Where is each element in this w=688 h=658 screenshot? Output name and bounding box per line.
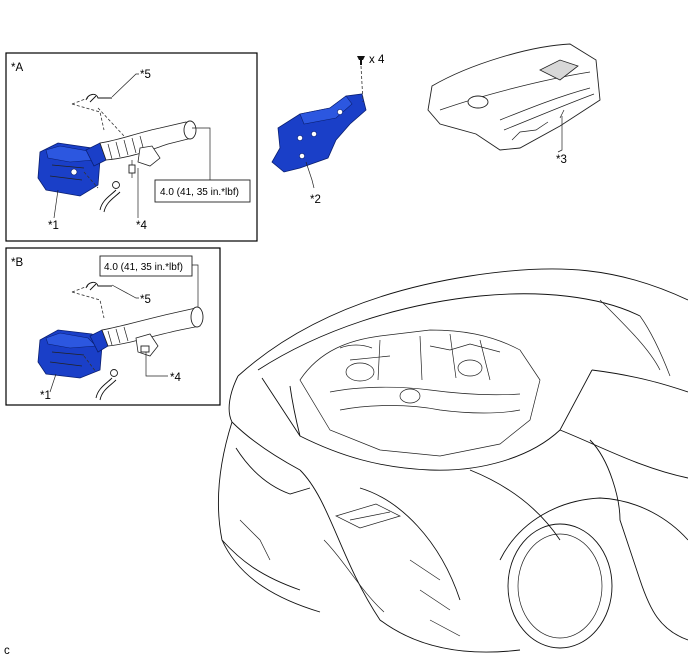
footer-letter: c (4, 645, 10, 657)
torque-spec-a: 4.0 (41, 35 in.*lbf) (160, 187, 239, 198)
wire-clamp-part-5-a (85, 93, 112, 103)
panel-a-title: *A (11, 62, 23, 74)
panel-b-frame (5, 247, 221, 406)
panel-a-frame (5, 52, 258, 242)
callout-4-a: *4 (136, 220, 147, 232)
torque-spec-b: 4.0 (41, 35 in.*lbf) (104, 262, 183, 273)
callout-2: *2 (310, 194, 321, 206)
wire-clamp-part-5-b (85, 281, 112, 291)
panel-b: *B 4.0 (41, 35 (5, 247, 221, 406)
leader-torque-a (192, 127, 211, 180)
air-cleaner-part-1-b (37, 329, 103, 379)
air-cleaner-part-1-a (37, 142, 101, 197)
callout-1-b: *1 (40, 390, 51, 402)
leader-3 (557, 116, 563, 153)
intake-hose-part-4-b (89, 306, 204, 357)
clip-icon (357, 56, 365, 65)
leader-1-b (49, 373, 57, 393)
leader-5-a (111, 73, 139, 98)
callout-3: *3 (556, 154, 567, 166)
clip-guide-line (360, 65, 364, 103)
panel-a: *A (5, 52, 258, 242)
torque-box-a (154, 179, 251, 203)
hood-front-edge (237, 268, 688, 377)
clip-quantity: x 4 (369, 54, 385, 66)
callout-4-b: *4 (170, 372, 181, 384)
vehicle-front-drawing (217, 268, 688, 653)
leader-4-b (145, 352, 168, 377)
ground-strap-a (99, 181, 121, 213)
callout-5-a: *5 (140, 69, 151, 81)
leader-torque-b (192, 264, 199, 307)
leader-2 (305, 161, 315, 189)
leader-1-a (53, 189, 59, 219)
torque-box-b (99, 255, 193, 277)
engine-room-cover-part-2 (271, 93, 367, 189)
callout-1-a: *1 (48, 220, 59, 232)
intake-hose-part-4-a (85, 120, 197, 178)
leader-5-b (111, 284, 139, 299)
engine-cover-part-3 (427, 43, 601, 153)
panel-b-title: *B (11, 257, 23, 269)
ground-strap-b (95, 369, 118, 401)
callout-5-b: *5 (140, 294, 151, 306)
